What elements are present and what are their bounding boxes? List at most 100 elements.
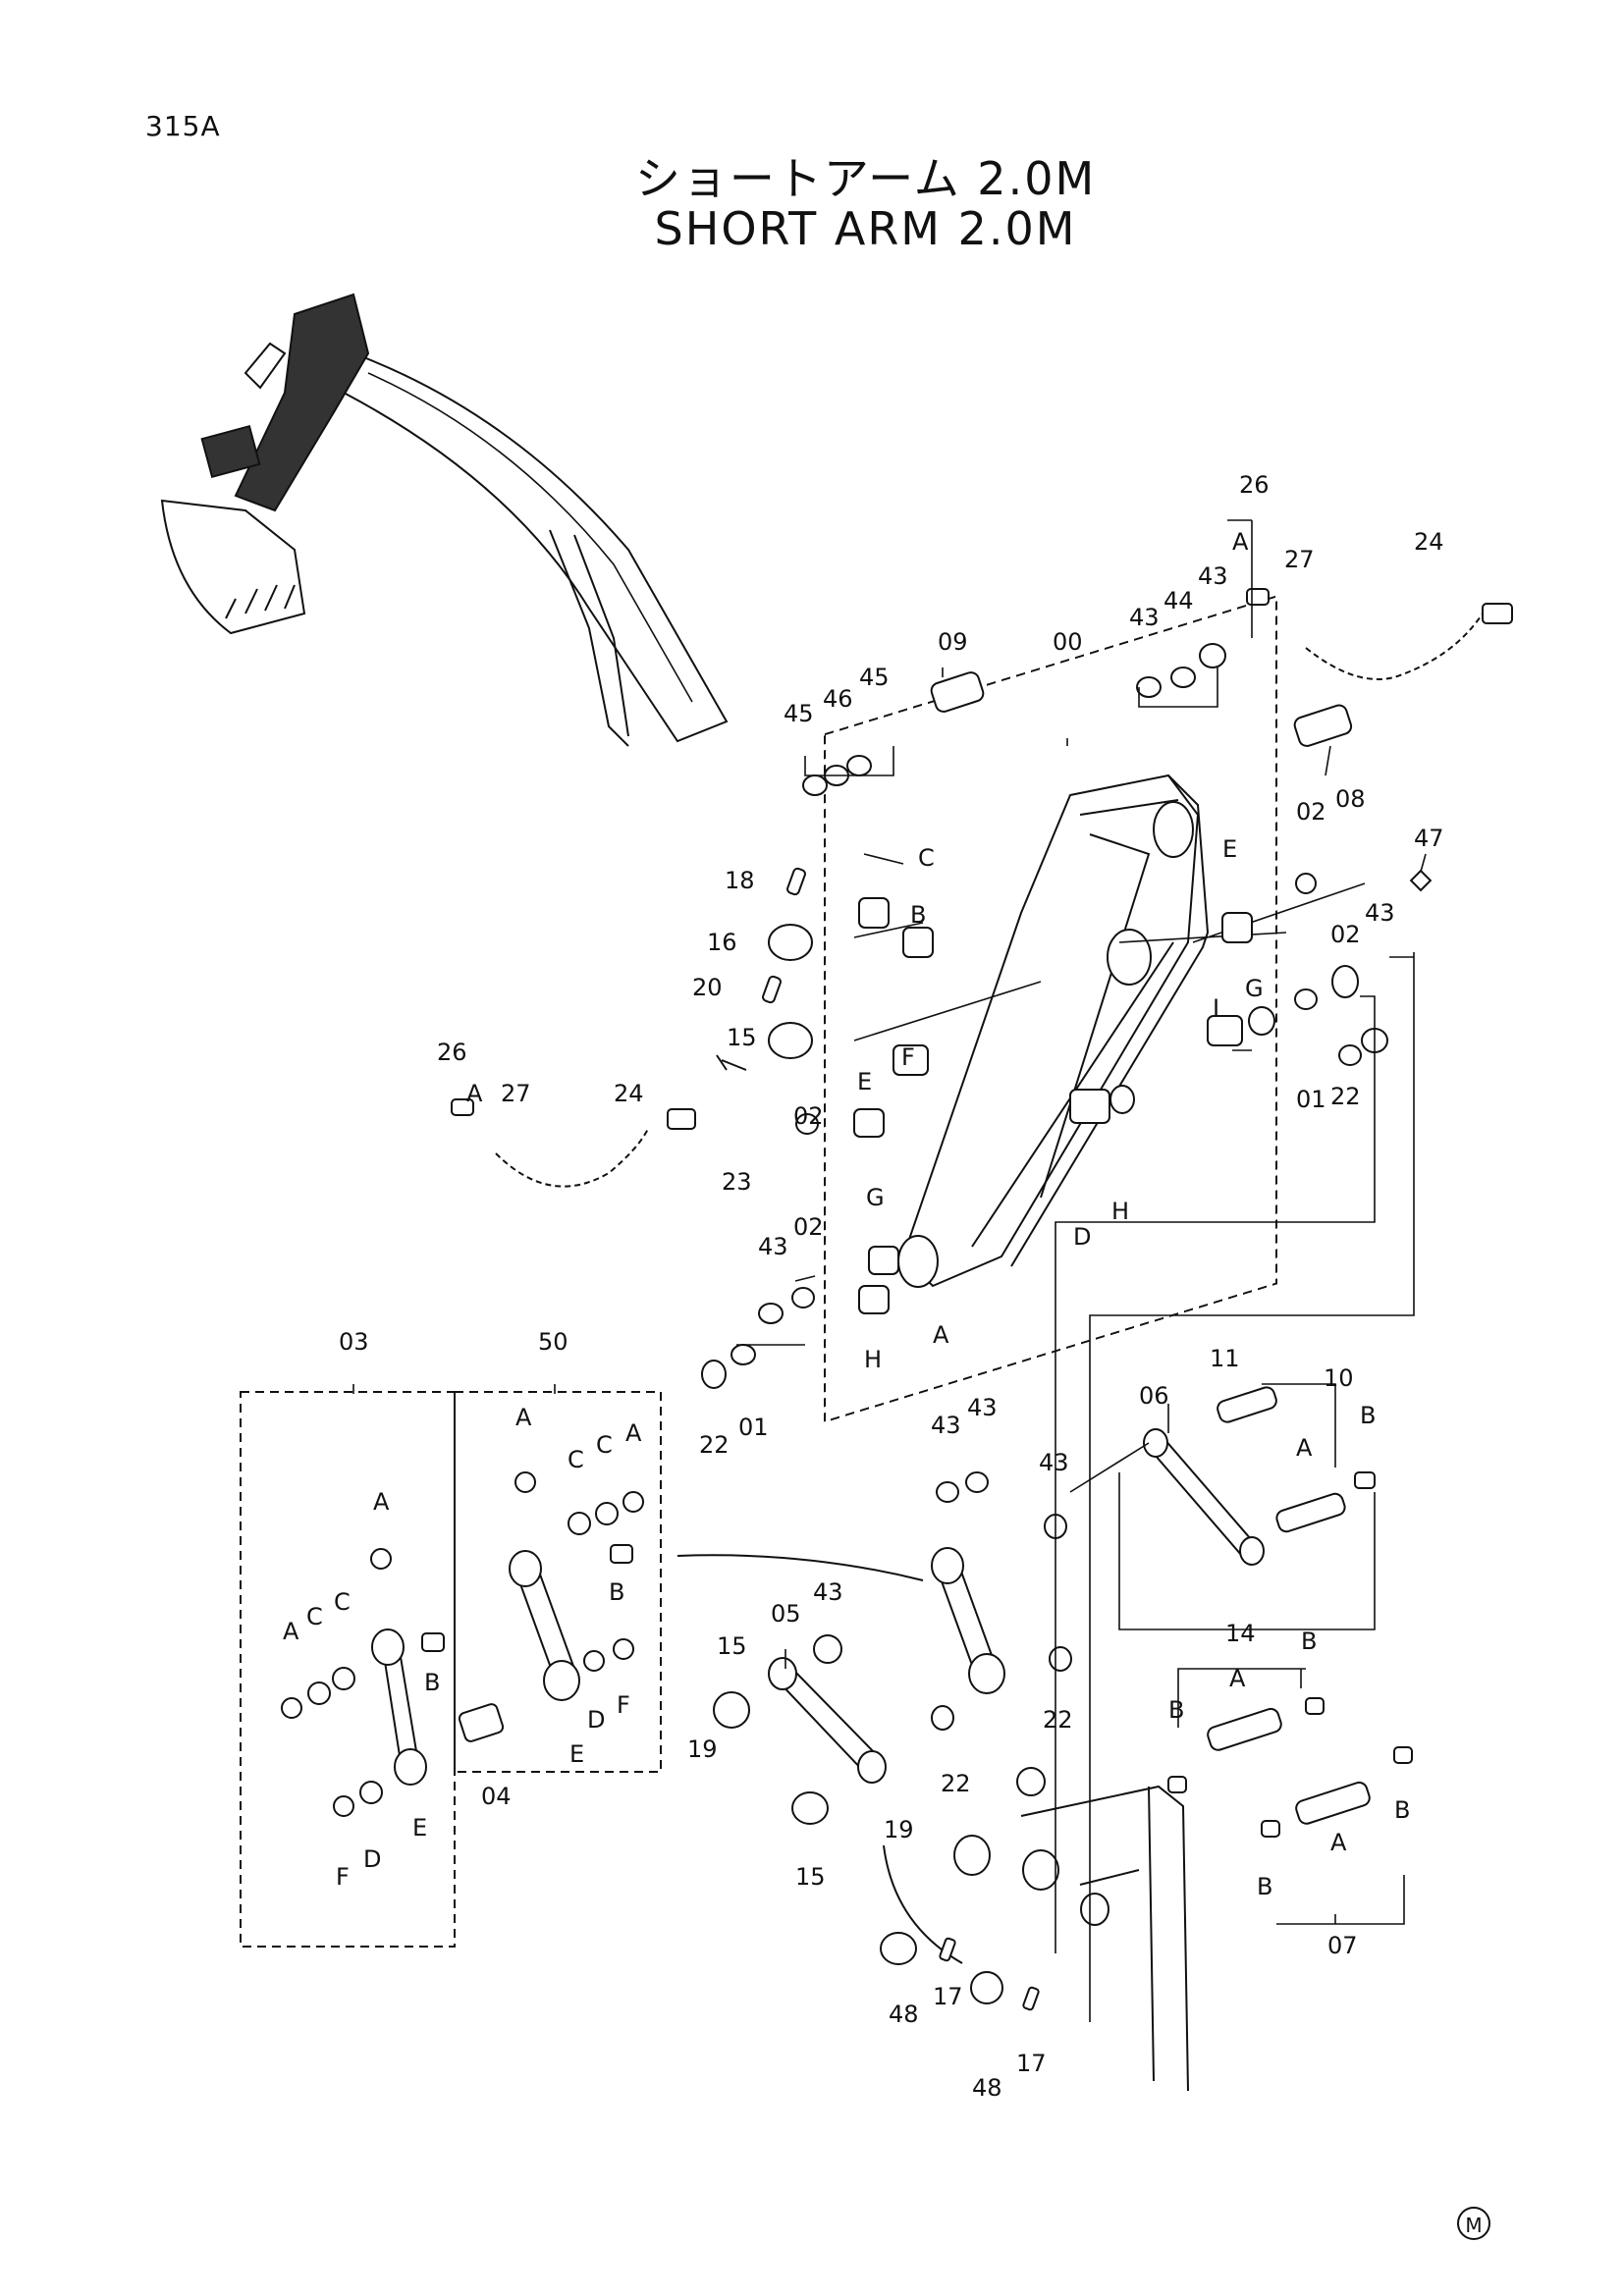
letter-a: A <box>1296 1434 1313 1462</box>
callout-48: 48 <box>889 2001 919 2028</box>
letter-e: E <box>857 1068 872 1095</box>
machine-overview-illustration <box>160 293 729 747</box>
letter-d: D <box>363 1845 381 1873</box>
callout-17: 17 <box>933 1983 963 2010</box>
hose-lower <box>495 1128 649 1188</box>
link-assembly-03 <box>240 1391 456 1948</box>
callout-43: 43 <box>1129 604 1160 631</box>
letter-a: A <box>1330 1829 1347 1856</box>
callout-43: 43 <box>813 1578 843 1606</box>
letter-f: F <box>336 1863 350 1891</box>
letter-g: G <box>866 1184 885 1211</box>
letter-b: B <box>424 1669 440 1696</box>
callout-22: 22 <box>941 1770 971 1797</box>
callout-47: 47 <box>1414 825 1444 852</box>
callout-43: 43 <box>1365 899 1395 927</box>
callout-43: 43 <box>1198 562 1228 590</box>
letter-d: D <box>1073 1223 1091 1251</box>
callout-08: 08 <box>1335 785 1366 813</box>
callout-48: 48 <box>972 2074 1002 2102</box>
letter-a: A <box>933 1321 949 1349</box>
arm-kit-outline <box>824 595 1277 1423</box>
callout-10: 10 <box>1324 1364 1354 1392</box>
callout-45: 45 <box>859 664 890 691</box>
letter-i: I <box>1213 994 1219 1022</box>
callout-19: 19 <box>687 1735 718 1763</box>
callout-16: 16 <box>707 929 737 956</box>
callout-15: 15 <box>727 1024 757 1051</box>
letter-c: C <box>918 844 935 872</box>
callout-50: 50 <box>538 1328 568 1356</box>
callout-19: 19 <box>884 1816 914 1843</box>
letter-f: F <box>901 1043 915 1071</box>
letter-c: C <box>596 1431 613 1459</box>
callout-26: 26 <box>437 1039 467 1066</box>
letter-a: A <box>625 1419 642 1447</box>
bucket-bracket <box>880 1767 1189 2092</box>
callout-01: 01 <box>738 1414 769 1441</box>
callout-06: 06 <box>1139 1382 1169 1410</box>
link-assembly-50 <box>454 1391 662 1773</box>
subpart-letters: A C E B G I F E A D H G A H A C C A B A … <box>283 528 1410 1900</box>
callout-24: 24 <box>614 1080 644 1107</box>
callout-26: 26 <box>1239 471 1270 499</box>
callout-23: 23 <box>722 1168 752 1196</box>
callout-11: 11 <box>1210 1345 1240 1372</box>
hose-upper <box>1305 613 1484 680</box>
callout-24: 24 <box>1414 528 1444 556</box>
letter-b: B <box>1394 1796 1410 1824</box>
letter-b: B <box>1168 1696 1184 1724</box>
letter-a: A <box>515 1404 532 1431</box>
callout-27: 27 <box>1284 546 1315 573</box>
letter-h: H <box>1111 1198 1129 1225</box>
letter-c: C <box>334 1588 351 1616</box>
highlighted-arm-section <box>234 293 370 512</box>
letter-a: A <box>466 1080 483 1107</box>
title-japanese: ショートアーム 2.0M <box>634 152 1097 205</box>
callout-45: 45 <box>784 700 814 727</box>
callout-27: 27 <box>501 1080 531 1107</box>
callout-46: 46 <box>823 685 853 713</box>
bucket-pins-07-14 <box>1167 1697 1413 1838</box>
arm-assembly <box>824 595 1366 1423</box>
callout-05: 05 <box>771 1600 801 1628</box>
callout-04: 04 <box>481 1783 512 1810</box>
callout-17: 17 <box>1016 2050 1047 2077</box>
letter-b: B <box>1301 1628 1317 1655</box>
letter-a: A <box>1232 528 1249 556</box>
letter-b: B <box>609 1578 624 1606</box>
callout-44: 44 <box>1163 587 1194 614</box>
letter-a: A <box>1229 1665 1246 1692</box>
letter-b: B <box>1257 1873 1272 1900</box>
letter-b: B <box>1360 1402 1376 1429</box>
page-code: 315A <box>145 110 221 142</box>
callout-20: 20 <box>692 974 723 1001</box>
callout-02: 02 <box>1330 921 1361 948</box>
letter-h: H <box>864 1346 882 1373</box>
callout-43: 43 <box>967 1394 998 1421</box>
callout-00: 00 <box>1053 628 1083 656</box>
callout-14: 14 <box>1225 1620 1256 1647</box>
callout-07: 07 <box>1327 1932 1358 1959</box>
letter-f: F <box>617 1691 630 1719</box>
letter-c: C <box>568 1446 584 1473</box>
callout-15: 15 <box>795 1863 826 1891</box>
letter-c: C <box>306 1603 323 1630</box>
letter-e: E <box>569 1740 584 1768</box>
callout-43: 43 <box>1039 1449 1069 1476</box>
callout-03: 03 <box>339 1328 369 1356</box>
callout-22: 22 <box>1043 1706 1073 1734</box>
letter-d: D <box>587 1706 605 1734</box>
callout-22: 22 <box>699 1431 730 1459</box>
letter-e: E <box>412 1814 427 1842</box>
link-05-and-06 <box>713 1386 1376 1825</box>
manufacturer-mark: M <box>1457 2207 1490 2240</box>
leader-lines <box>352 519 1427 2022</box>
callout-02: 02 <box>793 1213 824 1241</box>
callout-43: 43 <box>758 1233 788 1260</box>
title-english: SHORT ARM 2.0M <box>654 202 1077 255</box>
letter-a: A <box>373 1488 390 1516</box>
callout-09: 09 <box>938 628 968 656</box>
letter-e: E <box>1222 835 1237 863</box>
